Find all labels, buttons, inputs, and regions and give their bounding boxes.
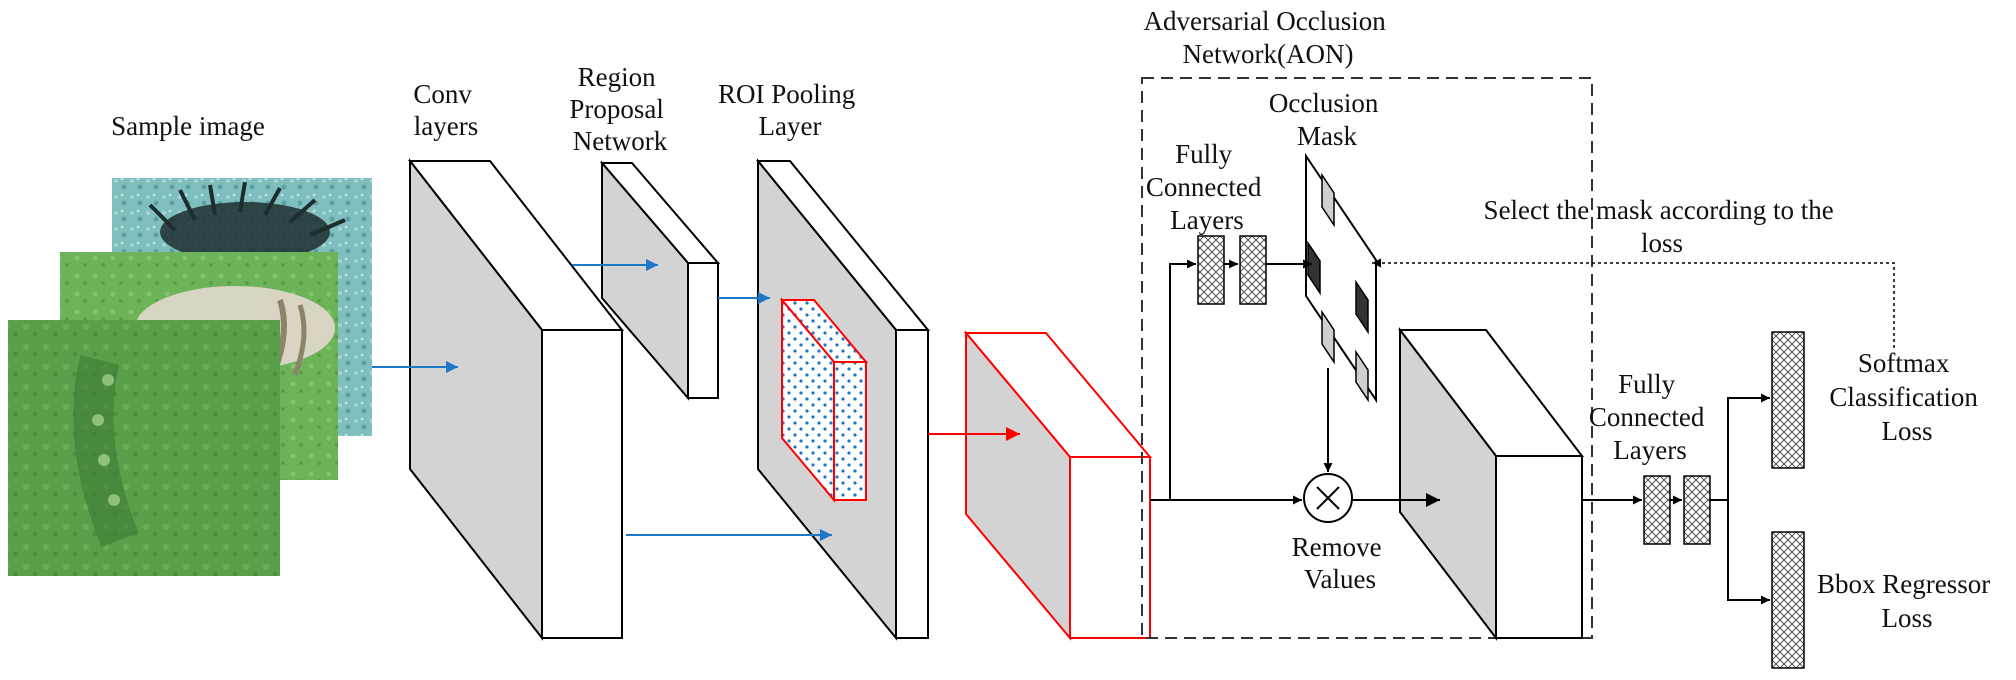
conv-layers-block [407, 158, 625, 641]
outer-fc-label: Fully Connected Layers [1589, 369, 1711, 465]
aon-label: Adversarial Occlusion Network(AON) [1144, 6, 1393, 69]
sample-image-label: Sample image [111, 111, 265, 141]
aon-fc-layer-1 [1197, 235, 1225, 305]
rpn-block [599, 160, 721, 401]
aon-fc-label: Fully Connected Layers [1146, 139, 1268, 235]
line-feature-branch [1150, 259, 1196, 501]
occlusion-mask [1305, 152, 1377, 404]
aon-dashed-boundary [1141, 77, 1593, 639]
feedback-dotted-arrow [1372, 258, 1895, 348]
bbox-loss-label: Bbox Regressor Loss [1817, 569, 1997, 633]
bbox-output-column [1771, 531, 1805, 669]
softmax-output-column [1771, 331, 1805, 469]
outer-fc-layer-2 [1683, 475, 1711, 545]
circle-times-icon [1303, 473, 1353, 523]
occlusion-mask-label: Occlusion Mask [1269, 88, 1385, 151]
occluded-feature-block [1397, 327, 1585, 641]
softmax-loss-label: Softmax Classification Loss [1829, 348, 1984, 446]
conv-layers-label: Conv layers [413, 79, 478, 141]
sample-image-front [8, 320, 280, 576]
branch-to-bbox [1727, 500, 1770, 605]
outer-fc-layer-1 [1643, 475, 1671, 545]
select-mask-label: Select the mask according to the loss [1484, 195, 1841, 258]
connector-arrows [372, 258, 1895, 605]
roi-feature-block [963, 330, 1153, 641]
roi-pooling-label: ROI Pooling Layer [718, 79, 862, 141]
branch-to-softmax [1710, 393, 1770, 501]
aon-fc-layer-2 [1239, 235, 1267, 305]
roi-feature-cube [779, 297, 869, 503]
remove-values-label: Remove Values [1292, 532, 1389, 594]
sample-image-stack [8, 178, 372, 576]
rpn-label: Region Proposal Network [569, 62, 670, 156]
